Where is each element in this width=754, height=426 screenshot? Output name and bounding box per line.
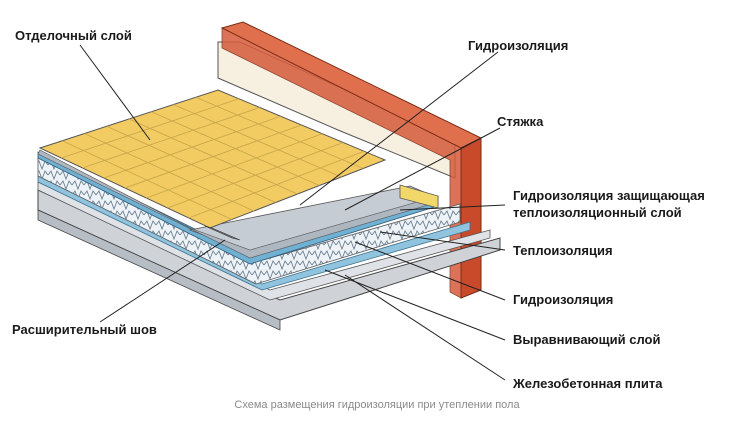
tile-grout-line xyxy=(188,150,365,219)
figure-caption: Схема размещения гидроизоляции при утепл… xyxy=(234,399,520,411)
tile-grout-line xyxy=(146,133,323,199)
tile-grout-line xyxy=(103,115,281,179)
concrete-slab xyxy=(37,189,501,331)
label-finish-layer: Отделочный слой xyxy=(15,28,132,43)
tile-layer xyxy=(38,89,387,229)
label-waterproofing-top: Гидроизоляция xyxy=(468,38,569,53)
label-waterproofing-bottom: Гидроизоляция xyxy=(513,292,614,307)
tile-grout-line xyxy=(61,98,240,159)
tile-grout-line xyxy=(82,107,260,169)
label-leveling-layer: Выравнивающий слой xyxy=(513,332,661,347)
tile-grout-line xyxy=(124,124,302,189)
expansion-joint xyxy=(204,225,241,241)
label-expansion-joint: Расширительный шов xyxy=(12,322,157,337)
waterproofing-bottom-layer xyxy=(37,175,471,291)
leveling-layer xyxy=(37,181,491,301)
label-concrete-slab: Железобетонная плита xyxy=(513,376,663,391)
leader-lines xyxy=(79,44,506,381)
tile-grout-line xyxy=(167,142,344,209)
label-waterproofing-protect-2: теплоизоляционный слой xyxy=(513,205,682,220)
label-thermal-insulation: Теплоизоляция xyxy=(513,243,613,258)
label-screed: Стяжка xyxy=(497,114,544,129)
label-waterproofing-protect-1: Гидроизоляция защищающая xyxy=(513,188,705,203)
